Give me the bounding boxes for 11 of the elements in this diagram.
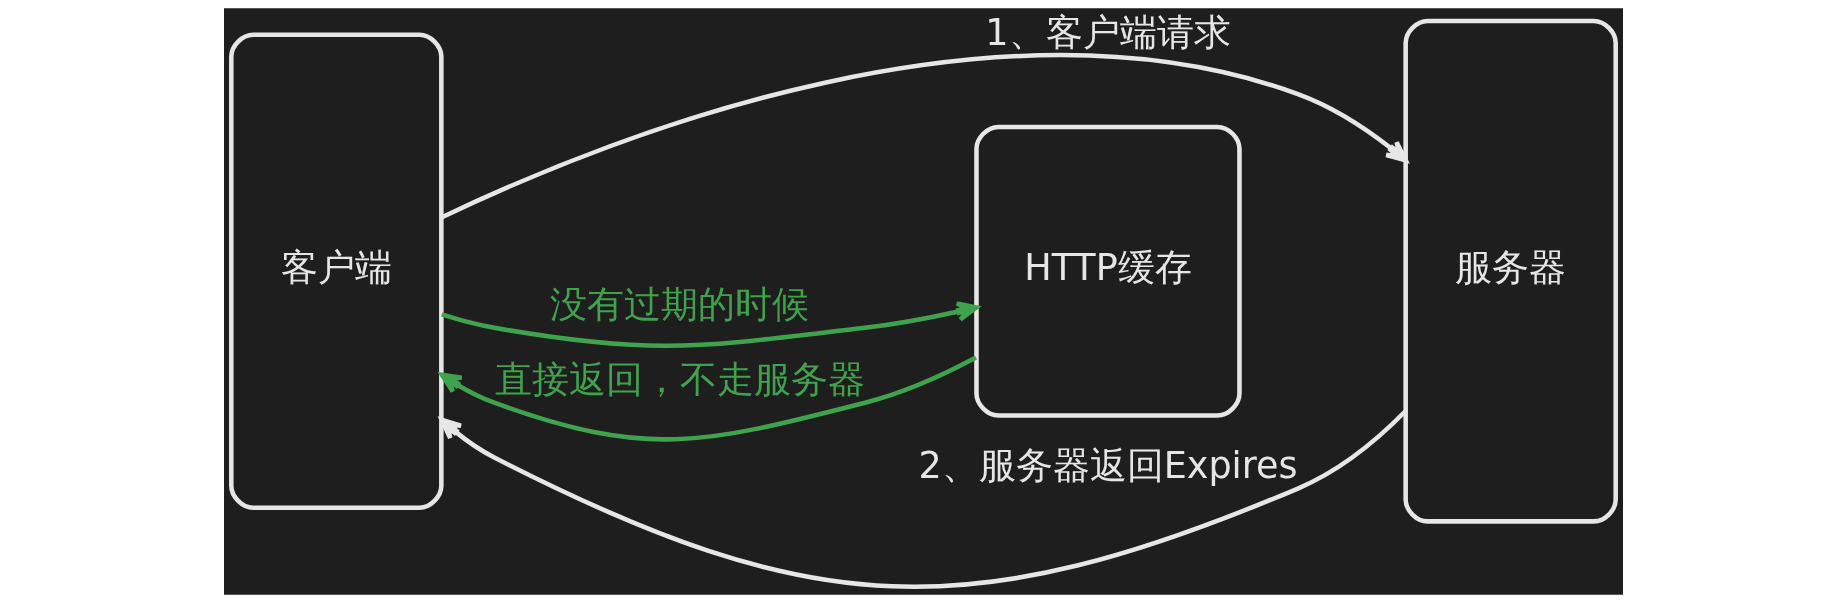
arrow (439, 355, 977, 442)
arrow (441, 301, 979, 348)
edge-label: 1、客户端请求 (985, 10, 1231, 54)
arrow (439, 409, 1407, 589)
node-box: 服务器 (1403, 18, 1618, 524)
node-box: HTTP缓存 (974, 124, 1242, 418)
node-box: 客户端 (229, 32, 444, 510)
edge-label: 没有过期的时候 (550, 282, 810, 326)
edge-label: 直接返回，不走服务器 (494, 357, 865, 401)
arrow (441, 53, 1408, 220)
edge-label: 2、服务器返回Expires (918, 443, 1298, 487)
